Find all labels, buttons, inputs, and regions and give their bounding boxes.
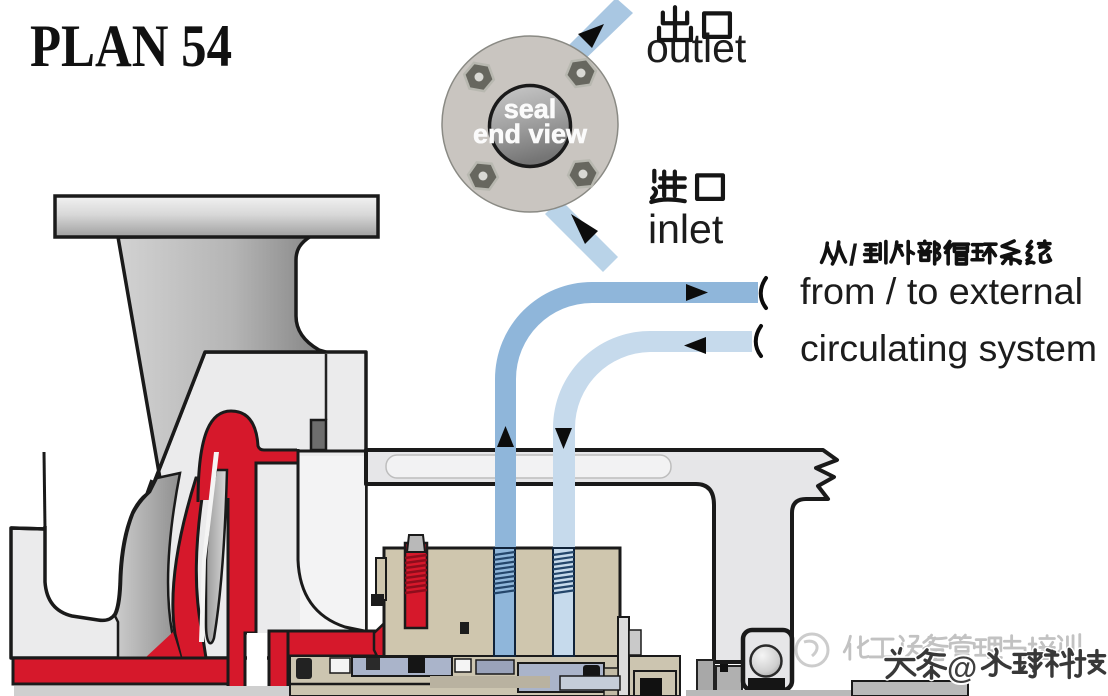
svg-text:circulating system: circulating system: [800, 328, 1097, 369]
svg-text:from / to external: from / to external: [800, 271, 1083, 312]
svg-text:/: /: [849, 239, 858, 272]
svg-text:end view: end view: [473, 119, 588, 149]
svg-text:inlet: inlet: [648, 206, 724, 252]
svg-text:@: @: [947, 650, 977, 685]
svg-text:seal: seal: [504, 94, 557, 124]
svg-text:PLAN 54: PLAN 54: [30, 13, 232, 79]
